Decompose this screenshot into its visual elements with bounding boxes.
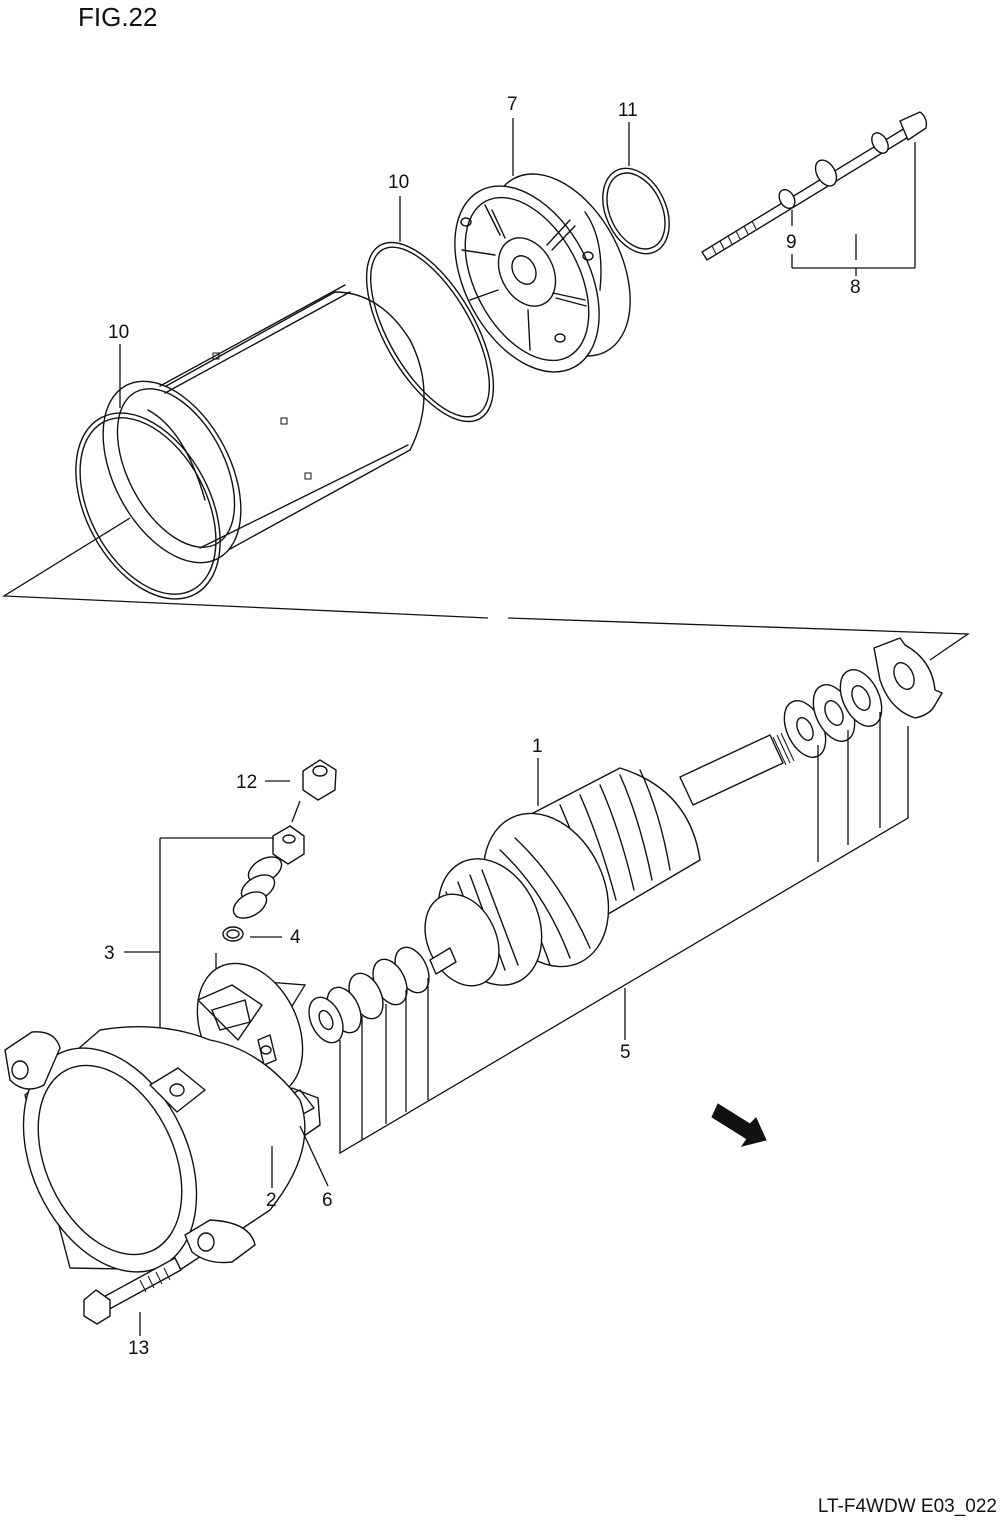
- callout-3: 3: [104, 943, 115, 964]
- callout-4: 4: [290, 927, 301, 948]
- callout-9: 9: [786, 232, 797, 253]
- front-housing: [4, 1025, 306, 1273]
- callout-labels: 1 2 3 4 5 6 7 8 9 10 10 11 12 13: [104, 94, 861, 1359]
- callout-1: 1: [532, 736, 543, 757]
- o-ring-upper: [365, 241, 495, 423]
- callout-10b: 10: [108, 322, 129, 343]
- callout-13: 13: [128, 1338, 149, 1359]
- callout-11: 11: [618, 100, 638, 121]
- leader-lines: [119, 118, 916, 1336]
- bracket-part-5: [339, 712, 909, 1155]
- drawing-code: LT-F4WDW E03_022: [818, 1496, 997, 1517]
- through-bolt: [701, 111, 928, 261]
- callout-6: 6: [322, 1190, 333, 1211]
- callout-8: 8: [850, 277, 861, 298]
- armature: [424, 732, 795, 987]
- end-cover: [454, 173, 631, 373]
- terminal-bolt-assembly: [222, 759, 337, 942]
- o-ring-large: [75, 412, 221, 600]
- o-ring-small: [602, 167, 670, 255]
- callout-12: 12: [236, 772, 257, 793]
- washer-stack-right: [783, 637, 943, 758]
- section-line-lower: [507, 617, 970, 661]
- callout-7: 7: [507, 94, 518, 115]
- section-line-upper: [1, 517, 489, 619]
- callout-2: 2: [266, 1190, 277, 1211]
- callout-5: 5: [620, 1042, 631, 1063]
- callout-10a: 10: [388, 172, 409, 193]
- mounting-bolt: [83, 1257, 182, 1325]
- fwd-arrow-badge: FWD: [711, 1103, 767, 1147]
- figure-title: FIG.22: [78, 2, 157, 32]
- washer-stack-left: [308, 946, 430, 1044]
